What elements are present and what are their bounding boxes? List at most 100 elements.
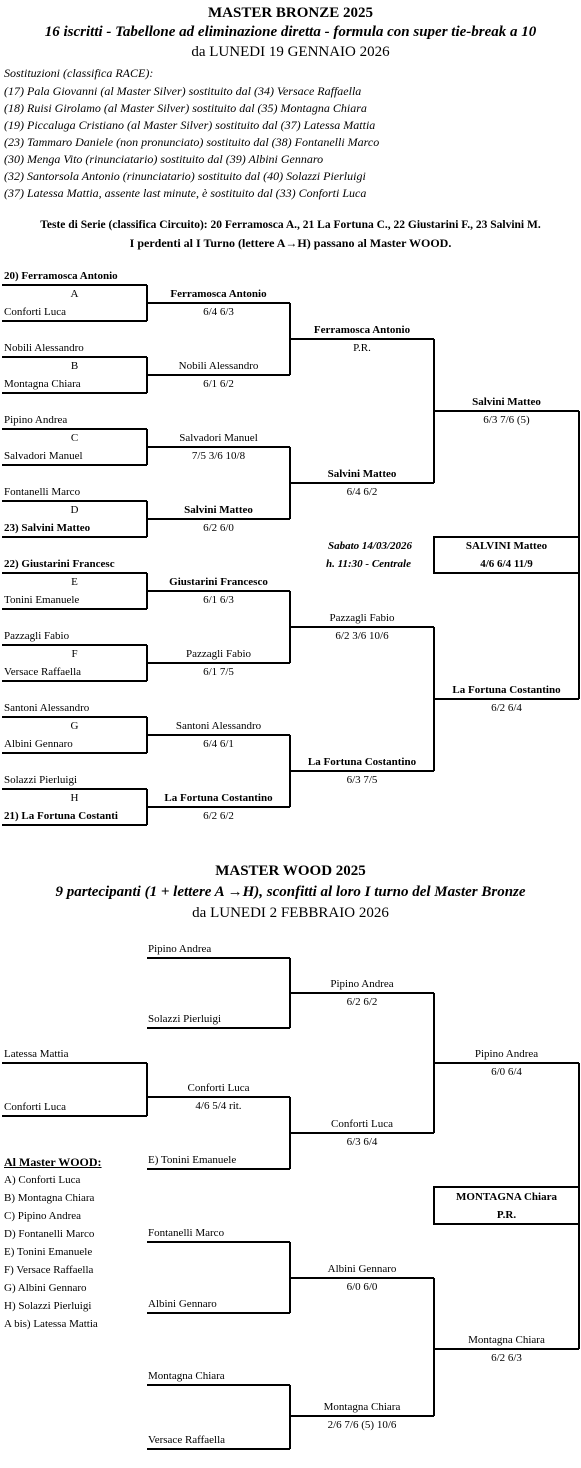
match-score: 6/4 6/2: [346, 486, 378, 498]
substitution-line: (23) Tammaro Daniele (non pronunciato) s…: [4, 135, 380, 149]
substitution-line: (17) Pala Giovanni (al Master Silver) so…: [4, 84, 362, 98]
player-name: E) Tonini Emanuele: [148, 1154, 237, 1166]
player-name: Montagna Chiara: [4, 378, 81, 390]
winner-name: La Fortuna Costantino: [452, 684, 561, 696]
match-score: 7/5 3/6 10/8: [191, 450, 246, 462]
winner-name: Montagna Chiara: [323, 1401, 401, 1413]
player-name: Albini Gennaro: [4, 738, 73, 750]
bronze-subtitle: 16 iscritti - Tabellone ad eliminazione …: [44, 24, 537, 40]
match-score: 6/0 6/4: [491, 1066, 522, 1078]
player-name: 23) Salvini Matteo: [4, 522, 91, 534]
match-score: 6/2 6/4: [491, 702, 522, 714]
player-name: 21) La Fortuna Costanti: [4, 810, 118, 822]
substitution-line: (18) Ruisi Girolamo (al Master Silver) s…: [4, 101, 367, 115]
seeds-line: Teste di Serie (classifica Circuito): 20…: [40, 219, 541, 231]
substitution-line: (19) Piccaluga Cristiano (al Master Silv…: [4, 118, 376, 132]
winner-name: La Fortuna Costantino: [307, 756, 417, 768]
winner-name: Santoni Alessandro: [175, 720, 262, 732]
player-name: Latessa Mattia: [4, 1048, 69, 1060]
player-name: Conforti Luca: [4, 306, 67, 318]
bronze-champion: SALVINI Matteo: [465, 540, 548, 552]
player-name: Albini Gennaro: [148, 1298, 217, 1310]
winner-name: Albini Gennaro: [327, 1263, 397, 1275]
player-name: Fontanelli Marco: [148, 1227, 225, 1239]
list-item: A bis) Latessa Mattia: [4, 1318, 98, 1330]
winner-name: Pipino Andrea: [330, 978, 394, 990]
winner-name: Ferramosca Antonio: [170, 288, 267, 300]
match-letter: B: [70, 360, 79, 372]
match-letter: A: [70, 288, 79, 300]
wood-final-score: P.R.: [496, 1209, 517, 1221]
player-name: Pipino Andrea: [4, 414, 68, 426]
player-name: Solazzi Pierluigi: [148, 1013, 222, 1025]
match-letter: F: [71, 648, 78, 660]
match-score: 6/1 7/5: [203, 666, 234, 678]
match-letter: H: [70, 792, 79, 804]
player-name: 20) Ferramosca Antonio: [4, 270, 118, 282]
winner-name: Conforti Luca: [187, 1082, 250, 1094]
match-score: 6/1 6/3: [203, 594, 234, 606]
list-item: H) Solazzi Pierluigi: [4, 1300, 92, 1312]
winner-name: Salvadori Manuel: [179, 432, 258, 444]
player-name: Pazzagli Fabio: [4, 630, 70, 642]
player-name: Versace Raffaella: [148, 1434, 226, 1446]
player-name: 22) Giustarini Francesc: [4, 558, 115, 570]
wood-champion: MONTAGNA Chiara: [456, 1191, 557, 1203]
winner-name: La Fortuna Costantino: [164, 792, 273, 804]
winner-name: Conforti Luca: [330, 1118, 393, 1130]
wood-start-date: da LUNEDI 2 FEBBRAIO 2026: [192, 905, 389, 921]
match-score: 6/3 7/6 (5): [483, 414, 530, 426]
final-time: h. 11:30 - Centrale: [326, 558, 411, 570]
substitution-line: (32) Santorsola Antonio (rinunciatario) …: [4, 169, 366, 183]
match-score: 6/2 6/2: [203, 810, 234, 822]
match-score: 6/1 6/2: [203, 378, 234, 390]
substitution-line: (37) Latessa Mattia, assente last minute…: [4, 186, 367, 200]
winner-name: Salvini Matteo: [184, 504, 253, 516]
wood-subtitle: 9 partecipanti (1 + lettere A →H), sconf…: [55, 884, 526, 900]
substitution-line: (30) Menga Vito (rinunciatario) sostitui…: [4, 152, 324, 166]
wood-title: MASTER WOOD 2025: [215, 863, 366, 879]
match-score: 6/2 6/3: [491, 1352, 522, 1364]
winner-name: Salvini Matteo: [472, 396, 541, 408]
list-item: A) Conforti Luca: [4, 1174, 81, 1186]
bronze-title: MASTER BRONZE 2025: [207, 5, 374, 21]
list-item: B) Montagna Chiara: [4, 1192, 95, 1204]
match-letter: C: [70, 432, 79, 444]
winner-name: Pazzagli Fabio: [185, 648, 252, 660]
player-name: Pipino Andrea: [148, 943, 212, 955]
match-score: 6/3 6/4: [346, 1136, 378, 1148]
winner-name: Nobili Alessandro: [178, 360, 259, 372]
winner-name: Giustarini Francesco: [169, 576, 268, 588]
winner-name: Pazzagli Fabio: [329, 612, 395, 624]
list-item: G) Albini Gennaro: [4, 1282, 87, 1294]
list-title: Al Master WOOD:: [4, 1155, 102, 1169]
player-name: Conforti Luca: [4, 1101, 67, 1113]
list-item: D) Fontanelli Marco: [4, 1228, 95, 1240]
match-letter: D: [70, 504, 79, 516]
player-name: Santoni Alessandro: [4, 702, 90, 714]
losers-note: I perdenti al I Turno (lettere A→H) pass…: [129, 236, 452, 250]
match-score: 6/2 3/6 10/6: [335, 630, 389, 642]
match-score: 6/0 6/0: [346, 1281, 378, 1293]
match-score: 6/2 6/2: [346, 996, 378, 1008]
match-letter: G: [70, 720, 79, 732]
player-name: Montagna Chiara: [148, 1370, 225, 1382]
bronze-final-score: 4/6 6/4 11/9: [480, 558, 533, 570]
match-score: 4/6 5/4 rit.: [195, 1100, 242, 1112]
player-name: Salvadori Manuel: [4, 450, 83, 462]
substitutions-title: Sostituzioni (classifica RACE):: [4, 66, 154, 80]
player-name: Versace Raffaella: [4, 666, 82, 678]
player-name: Solazzi Pierluigi: [4, 774, 78, 786]
final-date: Sabato 14/03/2026: [328, 540, 413, 552]
match-score: 6/4 6/1: [203, 738, 234, 750]
match-score: 6/2 6/0: [203, 522, 234, 534]
player-name: Nobili Alessandro: [4, 342, 84, 354]
winner-name: Pipino Andrea: [474, 1048, 539, 1060]
match-score: 6/3 7/5: [346, 774, 378, 786]
match-score: P.R.: [353, 342, 371, 354]
match-score: 2/6 7/6 (5) 10/6: [327, 1419, 397, 1431]
list-item: E) Tonini Emanuele: [4, 1246, 93, 1258]
bronze-start-date: da LUNEDI 19 GENNAIO 2026: [191, 44, 390, 60]
